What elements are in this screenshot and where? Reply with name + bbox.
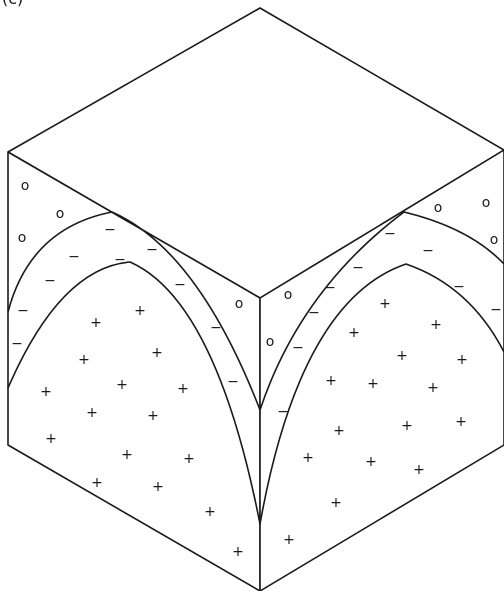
minus-symbol: − bbox=[324, 280, 336, 296]
circle-symbol: o bbox=[266, 334, 275, 350]
circle-symbol: o bbox=[490, 232, 499, 248]
plus-symbol: + bbox=[365, 454, 377, 470]
minus-symbol: − bbox=[277, 404, 289, 420]
plus-symbol: + bbox=[177, 381, 189, 397]
plus-symbol: + bbox=[40, 384, 52, 400]
minus-symbol: − bbox=[68, 249, 80, 265]
plus-symbol: + bbox=[455, 414, 467, 430]
plus-symbol: + bbox=[456, 352, 468, 368]
minus-symbol: − bbox=[11, 336, 23, 352]
minus-symbol: − bbox=[114, 252, 126, 268]
plus-symbol: + bbox=[90, 315, 102, 331]
plus-symbol: + bbox=[121, 447, 133, 463]
plus-symbol: + bbox=[134, 303, 146, 319]
plus-symbol: + bbox=[147, 408, 159, 424]
plus-symbol: + bbox=[151, 345, 163, 361]
minus-symbol: − bbox=[384, 226, 396, 242]
circle-symbol: o bbox=[482, 195, 491, 211]
minus-symbol: − bbox=[352, 260, 364, 276]
minus-symbol: − bbox=[453, 279, 465, 295]
minus-symbol: − bbox=[292, 340, 304, 356]
plus-symbol: + bbox=[325, 373, 337, 389]
plus-symbol: + bbox=[45, 431, 57, 447]
circle-symbol: o bbox=[434, 200, 443, 216]
plus-symbol: + bbox=[152, 479, 164, 495]
plus-symbol: + bbox=[333, 423, 345, 439]
minus-symbol: − bbox=[174, 277, 186, 293]
circle-symbol: o bbox=[56, 206, 65, 222]
plus-symbol: + bbox=[396, 348, 408, 364]
minus-symbol: − bbox=[146, 242, 158, 258]
plus-symbol: + bbox=[427, 380, 439, 396]
plus-symbol: + bbox=[367, 376, 379, 392]
minus-symbol: − bbox=[227, 374, 239, 390]
panel-label: (c) bbox=[2, 0, 23, 8]
plus-symbol: + bbox=[116, 377, 128, 393]
minus-symbol: − bbox=[210, 320, 222, 336]
minus-symbol: − bbox=[422, 243, 434, 259]
circle-symbol: o bbox=[284, 287, 293, 303]
circle-symbol: o bbox=[18, 230, 27, 246]
plus-symbol: + bbox=[379, 296, 391, 312]
plus-symbol: + bbox=[183, 451, 195, 467]
minus-symbol: − bbox=[17, 303, 29, 319]
plus-symbol: + bbox=[232, 544, 244, 560]
circle-symbol: o bbox=[21, 178, 30, 194]
minus-symbol: − bbox=[44, 273, 56, 289]
circle-symbol: o bbox=[235, 296, 244, 312]
plus-symbol: + bbox=[413, 462, 425, 478]
plus-symbol: + bbox=[86, 405, 98, 421]
plus-symbol: + bbox=[401, 418, 413, 434]
plus-symbol: + bbox=[204, 504, 216, 520]
plus-symbol: + bbox=[91, 475, 103, 491]
plus-symbol: + bbox=[78, 352, 90, 368]
minus-symbol: − bbox=[490, 302, 502, 318]
plus-symbol: + bbox=[302, 450, 314, 466]
plus-symbol: + bbox=[330, 495, 342, 511]
plus-symbol: + bbox=[283, 532, 295, 548]
plus-symbol: + bbox=[430, 317, 442, 333]
plus-symbol: + bbox=[348, 325, 360, 341]
minus-symbol: − bbox=[308, 305, 320, 321]
minus-symbol: − bbox=[104, 222, 116, 238]
